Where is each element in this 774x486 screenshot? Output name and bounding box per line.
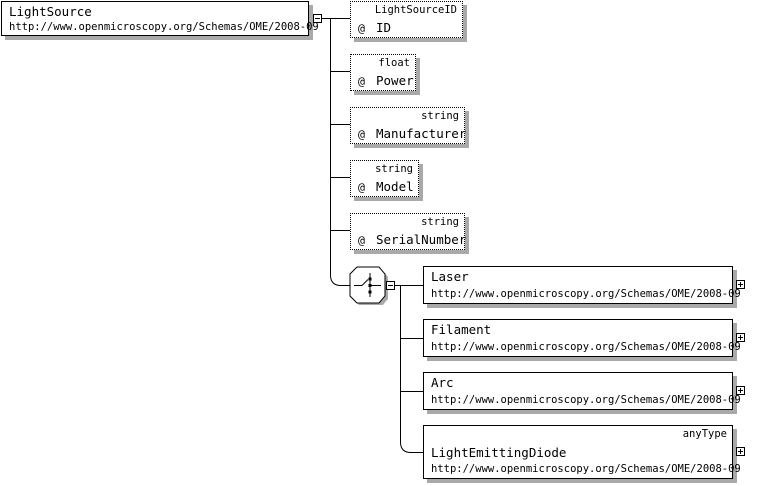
attribute-type: string [421,216,459,228]
attribute-type: LightSourceID [374,4,457,16]
choice-collapse-toggle[interactable] [386,281,395,290]
element-name: Arc [431,375,454,390]
root-element-namespace: http://www.openmicroscopy.org/Schemas/OM… [9,21,319,33]
choice-compositor-icon[interactable] [348,265,388,305]
attribute-power[interactable]: float @ Power [350,54,416,91]
attribute-marker: @ [358,74,365,88]
element-lightemittingdiode[interactable]: anyType LightEmittingDiode http://www.op… [423,425,741,479]
attribute-type: string [375,163,413,175]
element-name: Laser [431,269,469,284]
attribute-name: Manufacturer [376,126,467,141]
element-namespace: http://www.openmicroscopy.org/Schemas/OM… [431,341,741,353]
element-type: anyType [682,428,727,440]
laser-expand-toggle[interactable] [736,280,745,289]
attribute-type: float [378,57,410,69]
element-filament[interactable]: Filament http://www.openmicroscopy.org/S… [423,319,741,357]
filament-expand-toggle[interactable] [736,333,745,342]
element-arc[interactable]: Arc http://www.openmicroscopy.org/Schema… [423,372,741,410]
attribute-serialnumber[interactable]: string @ SerialNumber [350,213,467,250]
attribute-marker: @ [358,233,365,247]
attribute-model[interactable]: string @ Model [350,160,419,197]
attribute-marker: @ [358,21,365,35]
attribute-name: Power [376,73,414,88]
element-name: Filament [431,322,492,337]
element-namespace: http://www.openmicroscopy.org/Schemas/OM… [431,288,741,300]
attribute-marker: @ [358,180,365,194]
element-namespace: http://www.openmicroscopy.org/Schemas/OM… [431,463,741,475]
attribute-manufacturer[interactable]: string @ Manufacturer [350,107,467,144]
root-collapse-toggle[interactable] [313,14,322,23]
root-element-name: LightSource [9,4,92,19]
arc-expand-toggle[interactable] [736,386,745,395]
attribute-marker: @ [358,127,365,141]
root-element-lightsource[interactable]: LightSource http://www.openmicroscopy.or… [1,1,319,36]
element-namespace: http://www.openmicroscopy.org/Schemas/OM… [431,394,741,406]
lightemittingdiode-expand-toggle[interactable] [736,447,745,456]
attribute-name: ID [376,20,392,35]
attribute-name: SerialNumber [376,232,467,247]
element-name: LightEmittingDiode [431,445,567,460]
attribute-type: string [421,110,459,122]
element-laser[interactable]: Laser http://www.openmicroscopy.org/Sche… [423,266,741,304]
attribute-id[interactable]: LightSourceID @ ID [350,1,463,38]
attribute-name: Model [376,179,414,194]
